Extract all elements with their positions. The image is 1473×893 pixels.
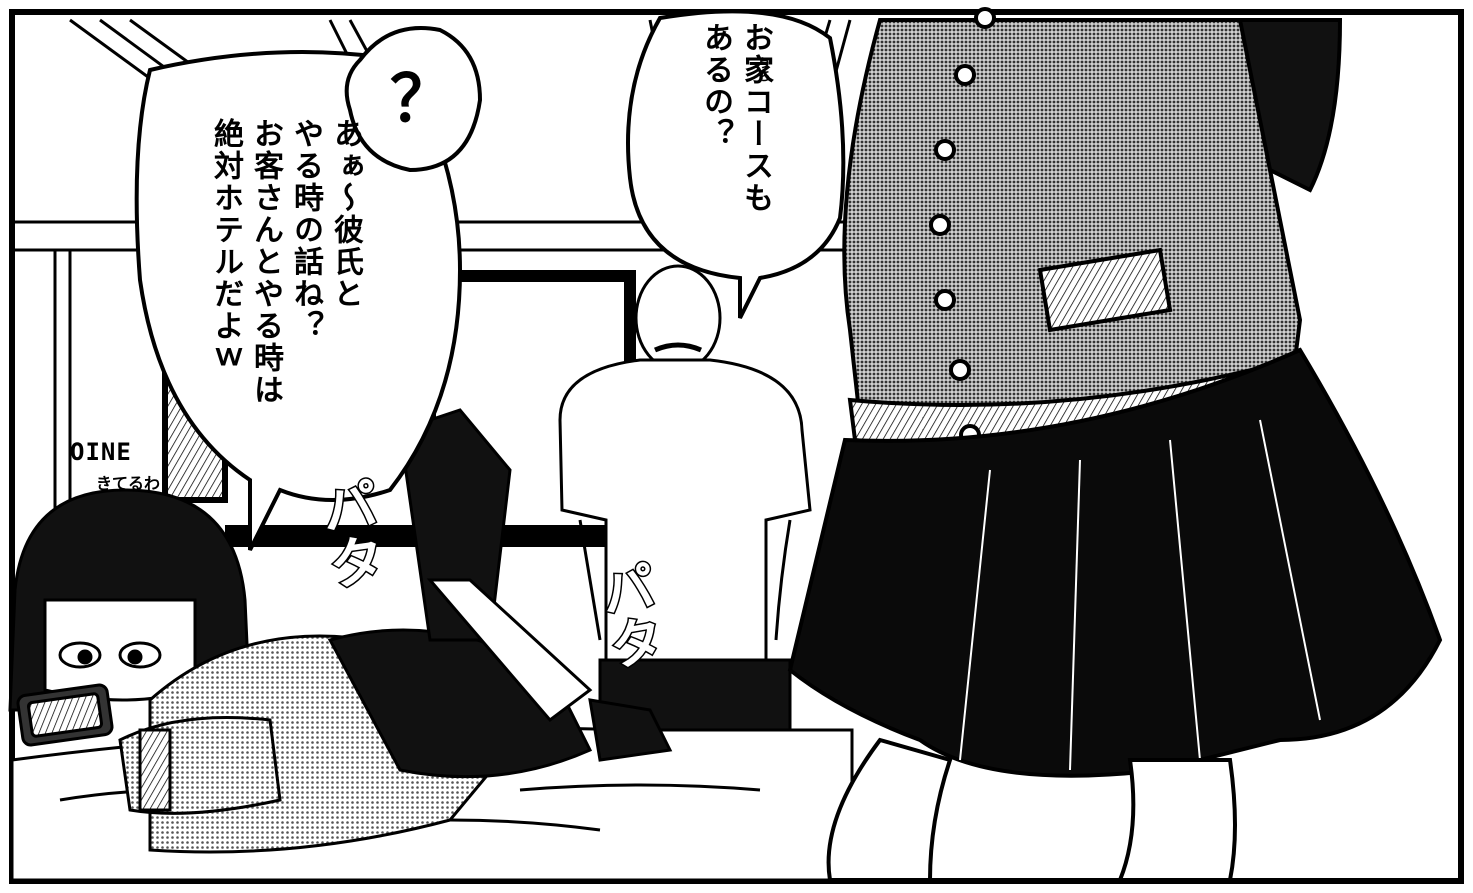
speech-right-ruby: うち [755, 56, 770, 82]
speech-left-text: あぁ〜彼氏と やる時の話ね？ お客さんとやる時は 絶対ホテルだよｗ [208, 118, 363, 406]
question-mark: ？ [390, 63, 454, 137]
sfx-pata-2: パタ [586, 556, 670, 676]
phone-sign-sub: きてるわ [96, 474, 161, 493]
speech-bubble-right [626, 9, 846, 319]
lying-girl [8, 408, 673, 854]
speech-right-text: お家コースも あるの？ [698, 22, 773, 214]
phone-sign: OINE [70, 438, 132, 466]
question-bubble [344, 26, 483, 173]
bald-man [558, 264, 812, 752]
standing-girl [787, 7, 1443, 882]
sfx-pata-1: パタ [307, 472, 390, 595]
